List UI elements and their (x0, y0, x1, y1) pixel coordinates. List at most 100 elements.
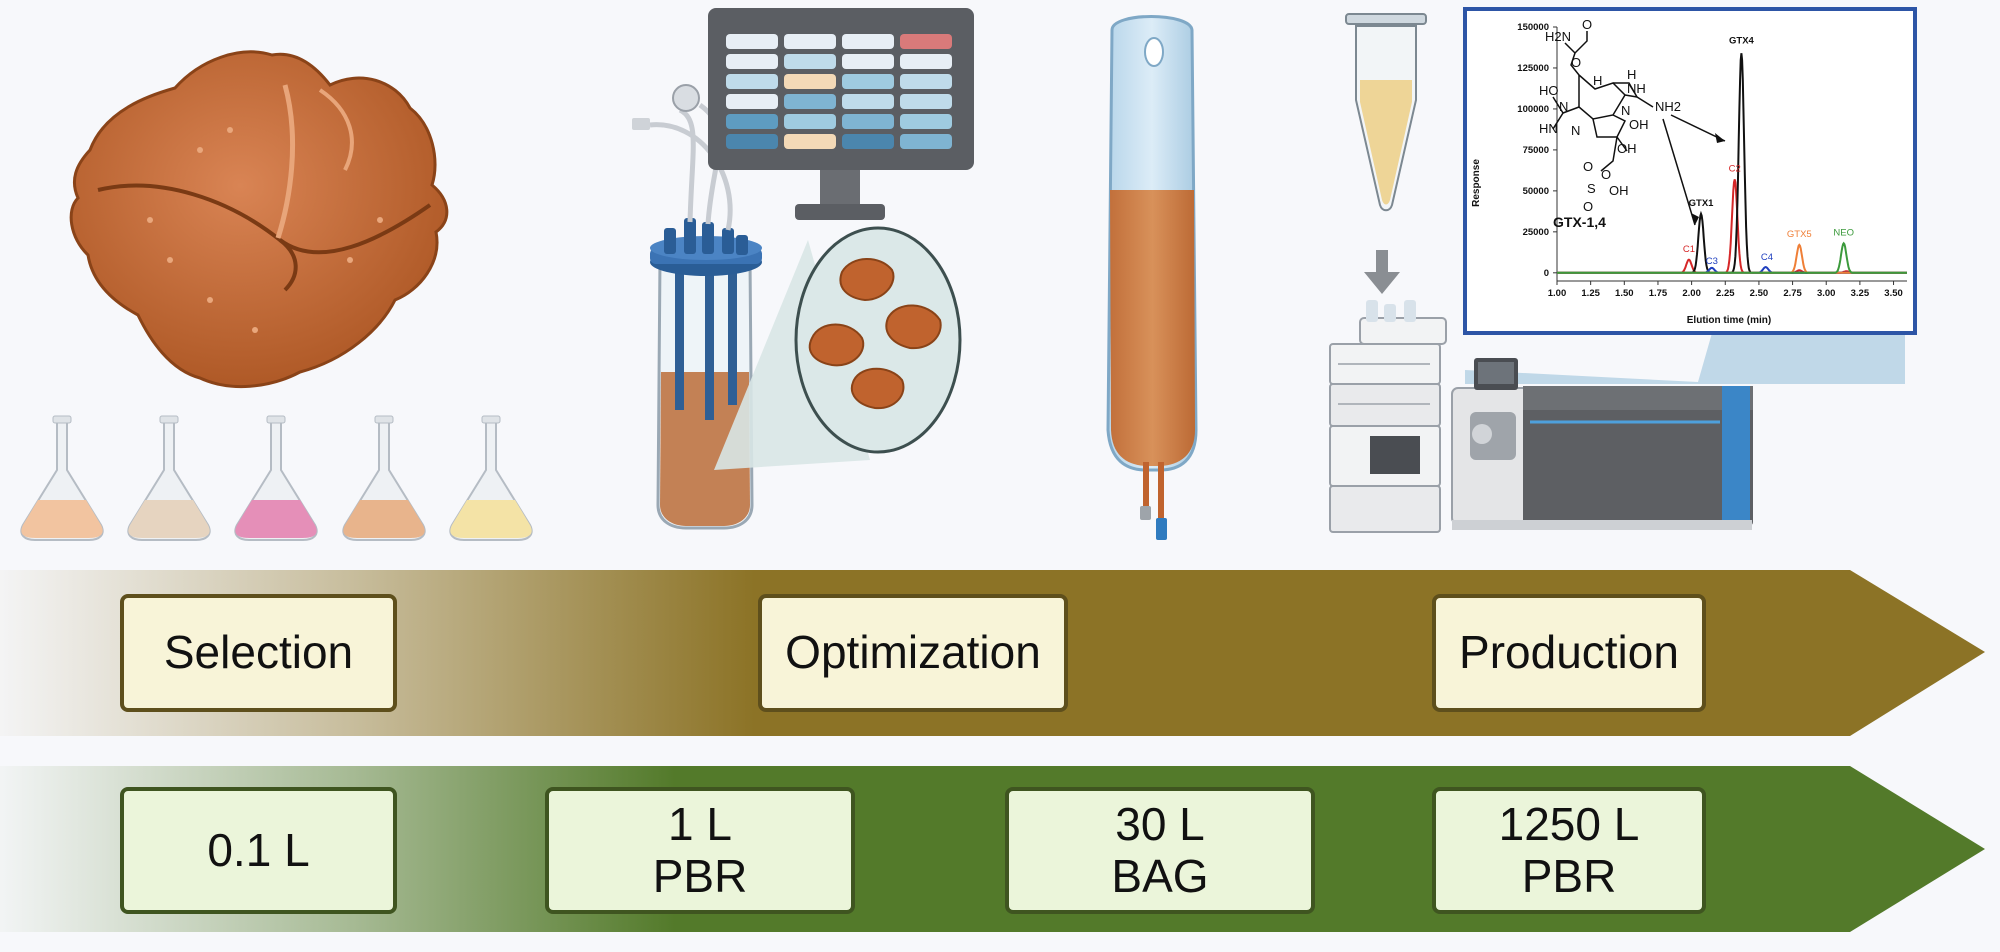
x-tick-label: 2.00 (1682, 288, 1701, 299)
peak-label: GTX1 (1689, 198, 1715, 209)
chromatogram-series-line (1557, 243, 1907, 274)
molecule-atom: O (1583, 159, 1593, 174)
monitor-cell (784, 74, 836, 89)
monitor-cell (726, 54, 778, 69)
culture-bag-icon (1106, 15, 1198, 540)
flask-icon (20, 415, 104, 541)
y-tick-label: 75000 (1523, 145, 1549, 156)
molecule-atom: O (1601, 167, 1611, 182)
y-tick-label: 50000 (1523, 186, 1549, 197)
peak-label: GTX5 (1787, 229, 1812, 240)
x-tick-label: 3.50 (1884, 288, 1903, 299)
scale-vessel: PBR (652, 849, 748, 902)
peak-label: C1 (1683, 244, 1695, 255)
x-tick-label: 1.25 (1581, 288, 1600, 299)
monitor-cell (842, 114, 894, 129)
molecule-atom: NH (1627, 81, 1646, 96)
monitor-cell (900, 74, 952, 89)
stage-label: Selection (163, 626, 354, 679)
x-axis-label: Elution time (min) (1687, 315, 1771, 326)
flask-icon (234, 415, 318, 541)
x-tick-label: 1.75 (1649, 288, 1668, 299)
monitor-cell (784, 54, 836, 69)
x-tick-label: 1.50 (1615, 288, 1634, 299)
scale-box-1250l-pbr: 1250 L PBR (1432, 787, 1706, 914)
monitor-cell (900, 134, 952, 149)
y-tick-label: 125000 (1517, 63, 1549, 74)
flask-icon (127, 415, 211, 541)
monitor-cell (842, 54, 894, 69)
x-tick-label: 3.00 (1817, 288, 1836, 299)
scale-volume: 1250 L (1498, 797, 1640, 850)
molecule-atom: OH (1609, 183, 1629, 198)
x-tick-label: 2.75 (1783, 288, 1802, 299)
gtx-molecule-structure: H2N O O H H HO N N NH2 HN N NH OH OH O O… (1539, 17, 1726, 230)
monitor-cell (726, 74, 778, 89)
monitor-cell (726, 34, 778, 49)
chart-series-group (1557, 53, 1907, 274)
monitor-cell (784, 134, 836, 149)
monitor-cell (784, 94, 836, 109)
y-tick-label: 25000 (1523, 227, 1549, 238)
stage-box-optimization: Optimization (758, 594, 1068, 712)
monitor-cell (842, 74, 894, 89)
scale-volume: 1 L (668, 797, 732, 850)
flask-group (20, 415, 533, 541)
molecule-atom: O (1571, 55, 1581, 70)
monitor-cell (842, 134, 894, 149)
y-tick-label: 0 (1544, 268, 1549, 279)
peak-label: C4 (1761, 252, 1773, 263)
stage-box-production: Production (1432, 594, 1706, 712)
molecule-atom: N (1571, 123, 1580, 138)
monitor-cell (900, 94, 952, 109)
molecule-atom: HO (1539, 83, 1559, 98)
monitor-cell (842, 94, 894, 109)
monitor-cell (900, 34, 952, 49)
molecule-atom: NH2 (1655, 99, 1681, 114)
molecule-atom: O (1583, 199, 1593, 214)
sample-tube-icon (1345, 13, 1427, 294)
dinoflagellate-cell-icon (69, 50, 449, 388)
molecule-atom: OH (1617, 141, 1637, 156)
monitor-cell (784, 114, 836, 129)
x-tick-label: 3.25 (1851, 288, 1870, 299)
monitor-cell (784, 34, 836, 49)
peak-label: GTX4 (1729, 36, 1755, 47)
molecule-name: GTX-1,4 (1553, 214, 1606, 230)
y-axis-label: Response (1471, 159, 1482, 207)
x-tick-label: 2.50 (1750, 288, 1769, 299)
scale-box-0-1l: 0.1 L (120, 787, 397, 914)
molecule-atom: S (1587, 181, 1596, 196)
molecule-atom: H (1627, 67, 1636, 82)
scale-box-30l-bag: 30 L BAG (1005, 787, 1315, 914)
flask-icon (449, 415, 533, 541)
scale-volume: 30 L (1115, 797, 1205, 850)
monitor-cell (900, 54, 952, 69)
peak-label: NEO (1833, 227, 1854, 238)
x-tick-label: 1.00 (1548, 288, 1567, 299)
peak-label: C2 (1729, 163, 1741, 174)
molecule-atom: N (1621, 103, 1630, 118)
x-tick-label: 2.25 (1716, 288, 1735, 299)
y-tick-label: 150000 (1517, 22, 1549, 33)
molecule-atom: HN (1539, 121, 1558, 136)
monitor-cell (842, 34, 894, 49)
molecule-atom: N (1559, 99, 1568, 114)
stage-label: Optimization (785, 626, 1041, 679)
scale-volume: 0.1 L (207, 823, 310, 876)
scale-vessel: PBR (1521, 849, 1617, 902)
monitor-cell (726, 134, 778, 149)
molecule-atom: H (1593, 73, 1602, 88)
monitor-icon (708, 8, 974, 220)
scale-box-1l-pbr: 1 L PBR (545, 787, 855, 914)
molecule-atom: H2N (1545, 29, 1571, 44)
molecule-atom: O (1582, 17, 1592, 32)
monitor-cell (726, 114, 778, 129)
hplc-stack-icon (1329, 300, 1447, 533)
stage-label: Production (1459, 626, 1679, 679)
monitor-cell (900, 114, 952, 129)
